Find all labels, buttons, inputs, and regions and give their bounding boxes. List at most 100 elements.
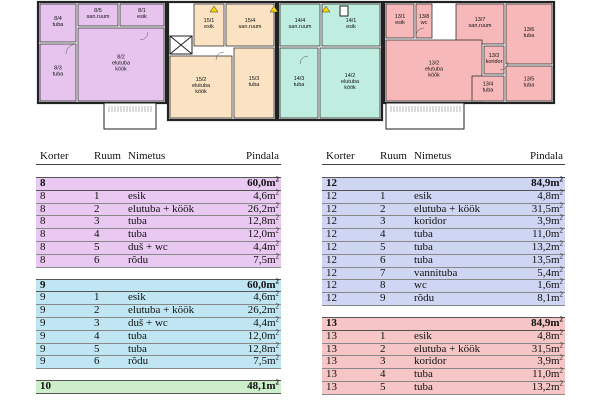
cell-nimetus: tuba — [414, 368, 433, 381]
cell-ruum: 7 — [380, 266, 386, 279]
cell-korter: 13 — [326, 355, 337, 368]
cell-pindala: 13,2m2 — [531, 379, 563, 393]
cell-korter: 12 — [326, 228, 337, 241]
cell-pindala: 4,6m2 — [253, 289, 279, 304]
cell-nimetus: wc — [414, 279, 427, 292]
room-13-6 — [505, 3, 553, 65]
header-korter: Korter — [40, 150, 69, 162]
room-8-4 — [39, 3, 77, 43]
cell-nimetus: koridor — [414, 355, 447, 368]
cell-korter: 12 — [326, 279, 337, 292]
cell-ruum: 1 — [380, 329, 386, 342]
floor-plan-rooms — [39, 3, 553, 128]
cell-korter: 9 — [40, 355, 46, 368]
apartment-number: 8 — [40, 177, 46, 189]
apartment-total-area: 60,0m2 — [247, 276, 279, 291]
cell-nimetus: koridor — [414, 215, 447, 228]
cell-korter: 12 — [326, 292, 337, 305]
room-14-1 — [321, 3, 381, 47]
room-8-5 — [77, 3, 119, 27]
room-13-5 — [505, 65, 553, 102]
apartment-total-area: 84,9m2 — [531, 175, 563, 189]
room-13-4 — [471, 75, 505, 102]
cell-ruum: 4 — [380, 368, 386, 381]
cell-nimetus: elutuba + köök — [414, 342, 481, 355]
cell-nimetus: elutuba + köök — [414, 202, 481, 215]
header-ruum: Ruum — [380, 150, 407, 162]
cell-ruum: 5 — [380, 240, 386, 253]
cell-ruum: 8 — [380, 279, 386, 292]
cell-pindala: 13,5m2 — [531, 252, 563, 266]
apartment-header-12: 12 84,9m2 — [322, 175, 565, 191]
cell-ruum: 3 — [94, 215, 100, 228]
cell-ruum: 1 — [380, 189, 386, 202]
cell-pindala: 4,4m2 — [253, 239, 279, 253]
room-14-2 — [319, 47, 381, 119]
room-15-3 — [233, 47, 275, 119]
table-header: Korter Ruum Nimetus Pindala — [36, 150, 281, 165]
header-ruum: Ruum — [94, 150, 121, 162]
apartment-number: 12 — [326, 177, 337, 189]
cell-pindala: 11,0m2 — [532, 226, 563, 241]
cell-pindala: 4,8m2 — [537, 328, 563, 342]
cell-nimetus: tuba — [128, 228, 147, 241]
cell-nimetus: duš + wc — [128, 316, 168, 329]
cell-nimetus: esik — [128, 291, 146, 304]
cell-nimetus: tuba — [128, 342, 147, 355]
cell-pindala: 3,9m2 — [537, 213, 563, 228]
cell-ruum: 4 — [94, 329, 100, 342]
cell-nimetus: tuba — [414, 253, 433, 266]
table-header: Korter Ruum Nimetus Pindala — [322, 150, 565, 165]
apartment-total-area: 84,9m2 — [531, 315, 563, 329]
room-8-2 — [77, 27, 165, 102]
cell-korter: 8 — [40, 240, 46, 253]
cell-korter: 13 — [326, 380, 337, 393]
cell-korter: 12 — [326, 202, 337, 215]
window-markers — [209, 5, 331, 13]
apartment-number: 9 — [40, 278, 46, 291]
cell-ruum: 4 — [380, 228, 386, 241]
cell-pindala: 7,5m2 — [253, 252, 279, 266]
cell-ruum: 9 — [380, 292, 386, 305]
cell-nimetus: vannituba — [414, 266, 458, 279]
cell-pindala: 7,5m2 — [253, 353, 279, 368]
cell-pindala: 26,2m2 — [247, 200, 279, 215]
room-13-8 — [415, 3, 433, 39]
header-pindala: Pindala — [246, 150, 279, 162]
cell-korter: 13 — [326, 342, 337, 355]
cell-korter: 12 — [326, 266, 337, 279]
apartment-total-area: 48,1m2 — [247, 378, 279, 393]
cell-nimetus: esik — [128, 189, 146, 202]
cell-ruum: 2 — [380, 202, 386, 215]
cell-nimetus: tuba — [414, 240, 433, 253]
cell-korter: 9 — [40, 291, 46, 304]
cell-korter: 9 — [40, 316, 46, 329]
